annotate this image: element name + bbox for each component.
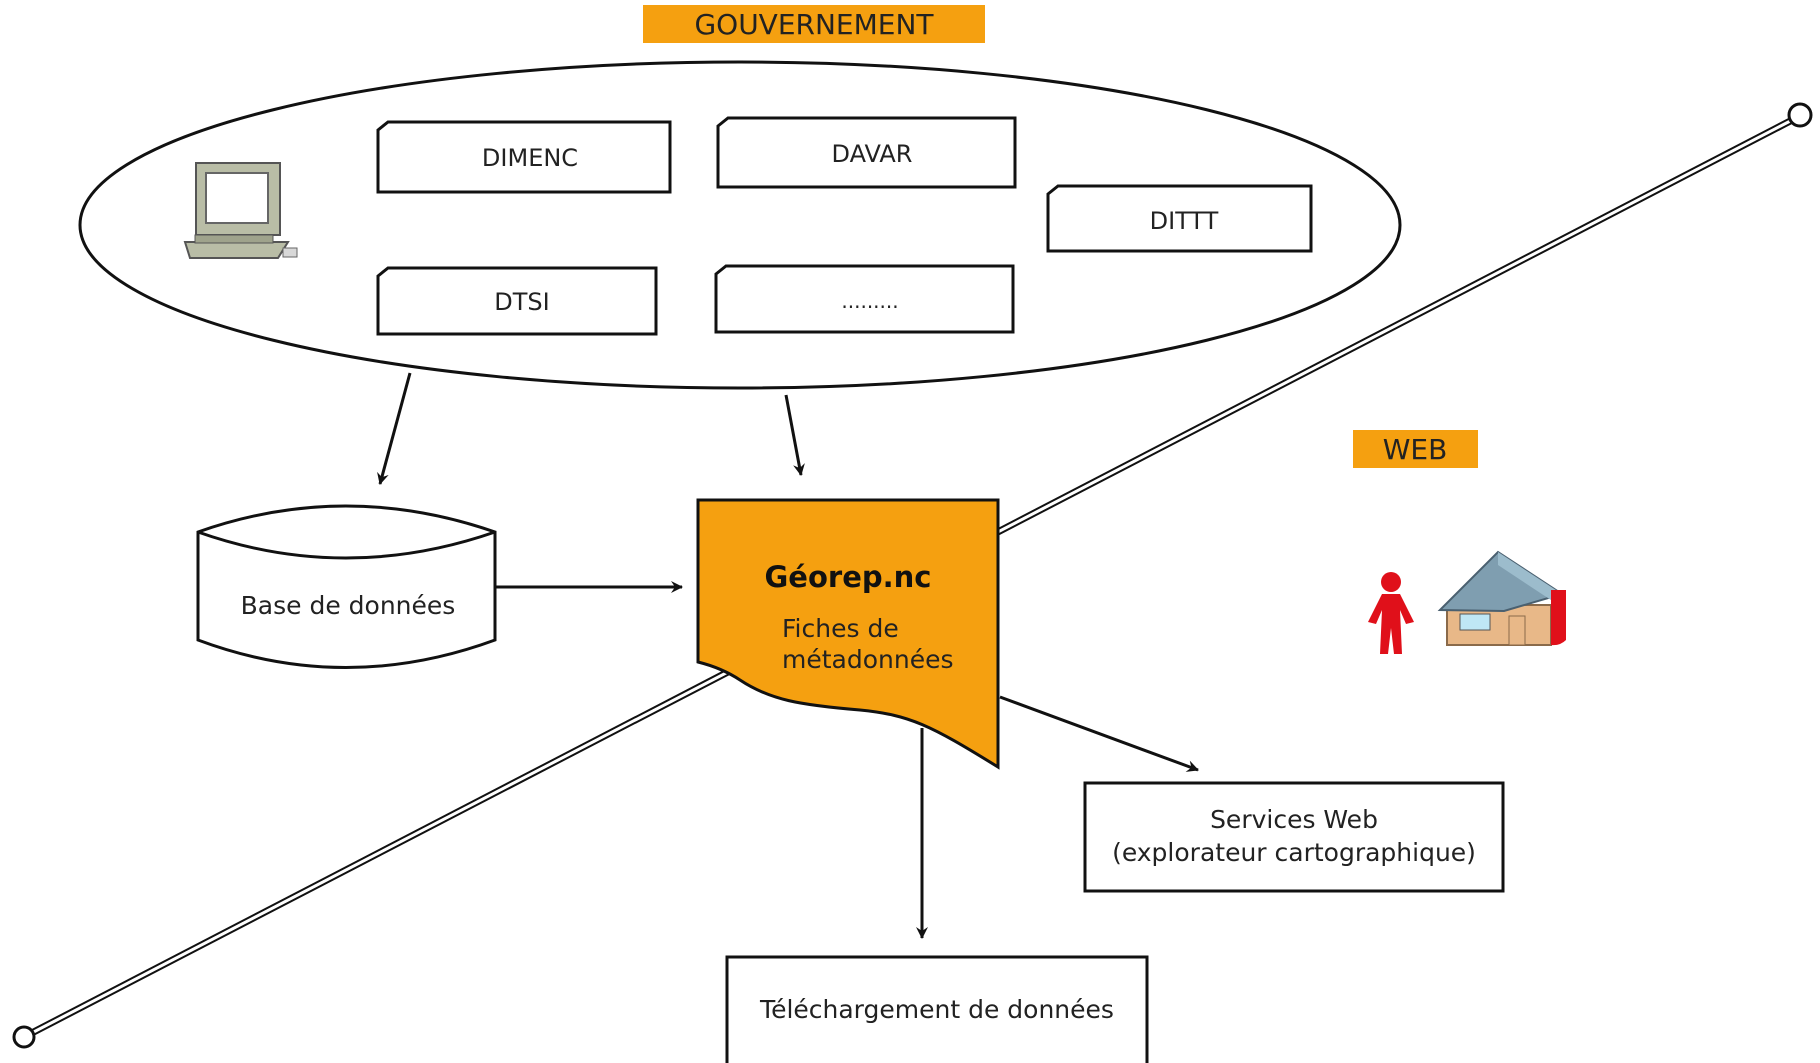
database-cylinder: Base de données	[196, 504, 497, 669]
house-icon	[1437, 550, 1566, 646]
services-web-box: Services Web (explorateur cartographique…	[1083, 781, 1505, 893]
georep-subtitle-line2: métadonnées	[782, 645, 954, 674]
web-label-text: WEB	[1383, 433, 1448, 466]
gouvernement-label: GOUVERNEMENT	[643, 5, 985, 43]
person-icon	[1368, 572, 1414, 654]
department-box-dtsi: DTSI	[376, 266, 658, 336]
department-box-dimenc: DIMENC	[376, 120, 672, 194]
department-label: DAVAR	[832, 140, 913, 168]
georep-title: Géorep.nc	[765, 560, 932, 594]
arrow-to-database	[377, 372, 412, 485]
department-label: DTSI	[494, 288, 549, 316]
computer-icon	[183, 162, 298, 259]
department-label: .........	[841, 289, 898, 313]
services-web-line1: Services Web	[1210, 805, 1378, 834]
services-web-line2: (explorateur cartographique)	[1112, 838, 1476, 867]
web-label: WEB	[1353, 430, 1478, 468]
department-box-dittt: DITTT	[1046, 184, 1313, 253]
telechargement-box: Téléchargement de données	[725, 955, 1149, 1063]
line-end-circle	[12, 1025, 36, 1049]
line-end-circle	[1787, 102, 1813, 128]
department-box-other: .........	[714, 264, 1015, 334]
telechargement-label: Téléchargement de données	[759, 995, 1114, 1024]
georep-subtitle-line1: Fiches de	[782, 614, 899, 643]
arrow-to-services-web	[999, 695, 1199, 772]
arrow-to-georep	[784, 394, 805, 476]
department-label: DITTT	[1150, 207, 1219, 235]
gouvernement-label-text: GOUVERNEMENT	[694, 8, 934, 41]
department-box-davar: DAVAR	[716, 116, 1017, 189]
georep-document: Géorep.nc Fiches de métadonnées	[696, 498, 1000, 770]
department-label: DIMENC	[482, 144, 578, 172]
database-label: Base de données	[241, 591, 456, 620]
